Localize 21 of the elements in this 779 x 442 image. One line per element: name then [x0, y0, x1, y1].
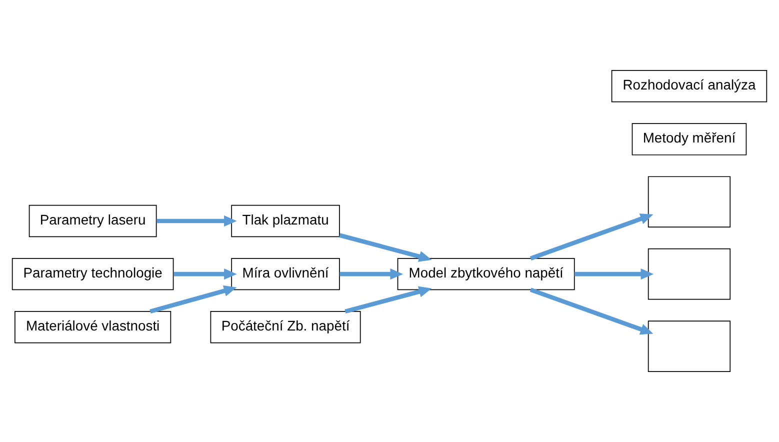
arrow — [150, 285, 237, 314]
node-box: Rozhodovací analýza — [611, 70, 768, 102]
node-chart — [648, 320, 731, 372]
node-chart — [648, 248, 731, 300]
arrow — [339, 233, 432, 262]
node-box: Míra ovlivnění — [231, 258, 340, 290]
node-box: Metody měření — [632, 123, 747, 156]
node-box: Model zbytkového napětí — [397, 258, 575, 290]
arrow — [344, 286, 432, 314]
arrow — [574, 268, 654, 280]
arrow — [174, 268, 237, 280]
arrow — [530, 214, 654, 260]
node-box: Tlak plazmatu — [231, 204, 340, 238]
arrow — [530, 288, 654, 335]
node-box: Materiálové vlastnosti — [14, 311, 172, 344]
arrow — [156, 215, 237, 227]
node-box: Počáteční Zb. napětí — [210, 311, 361, 344]
node-box: Parametry laseru — [28, 204, 157, 238]
node-box: Parametry technologie — [12, 258, 174, 290]
node-chart — [648, 176, 731, 228]
arrow — [340, 268, 404, 280]
